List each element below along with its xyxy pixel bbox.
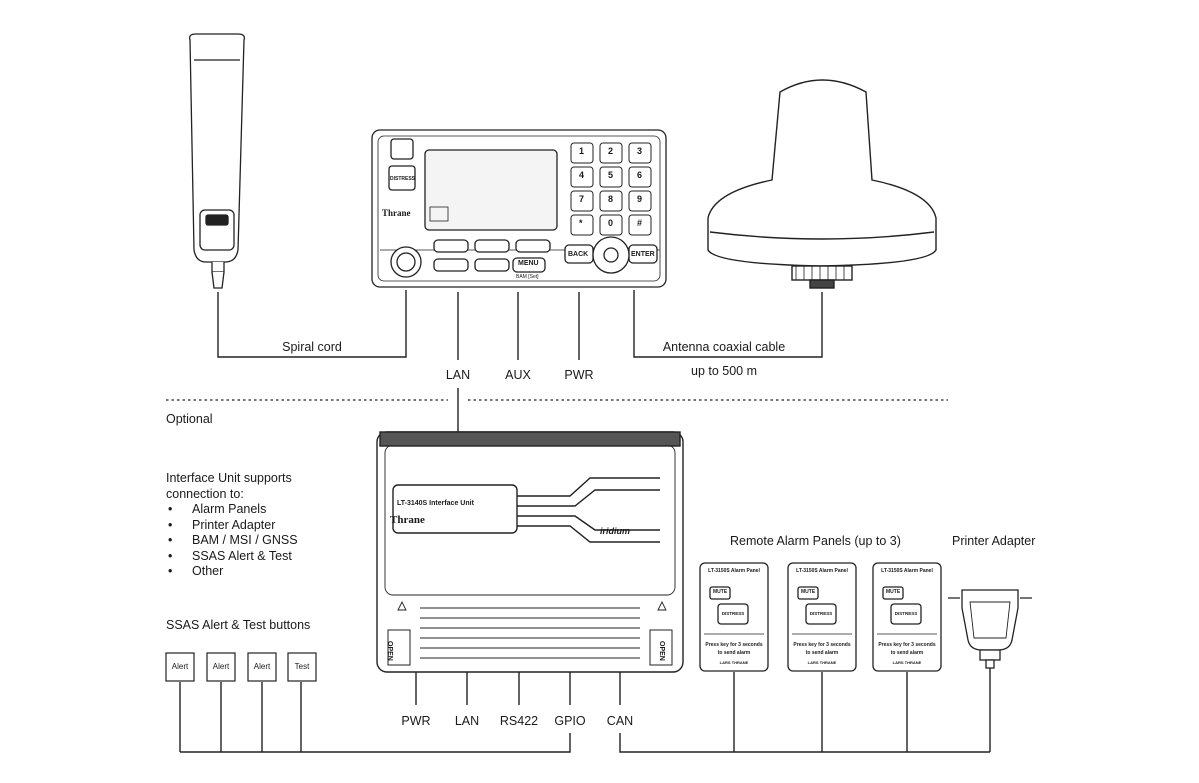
alarm-panel-brand: LARS THRANE (719, 660, 749, 665)
alarm-panel-boxes (699, 562, 942, 672)
key-9[interactable]: 9 (637, 194, 643, 204)
key-1[interactable]: 1 (579, 146, 585, 156)
control-unit-illustration (371, 129, 667, 288)
enter-key-label[interactable]: ENTER (631, 251, 655, 258)
mute-button[interactable]: MUTE (713, 589, 728, 595)
antenna-length-label: up to 500 m (690, 364, 758, 378)
alarm-instruction-2: to send alarm (890, 650, 924, 656)
mute-button[interactable]: MUTE (886, 589, 901, 595)
can-label: CAN (606, 714, 634, 728)
ssas-buttons-label: SSAS Alert & Test buttons (166, 618, 311, 632)
pwr-top-label: PWR (564, 368, 594, 382)
rs422-label: RS422 (499, 714, 539, 728)
open-label-left: OPEN (386, 641, 393, 661)
open-label-right: OPEN (658, 641, 665, 661)
gpio-bus-line (180, 733, 571, 753)
menu-key-label[interactable]: MENU (518, 260, 539, 267)
interface-unit-brand: Thrane (390, 514, 425, 526)
alarm-instruction-1: Press key for 3 seconds (793, 642, 851, 648)
alarm-panel-brand: LARS THRANE (892, 660, 922, 665)
distress-button[interactable]: DISTRESS (894, 611, 918, 616)
pwr-bottom-label: PWR (401, 714, 431, 728)
alarm-instruction-2: to send alarm (717, 650, 751, 656)
list-item: Printer Adapter (166, 518, 366, 534)
lan-bottom-label: LAN (454, 714, 480, 728)
key-2[interactable]: 2 (608, 146, 614, 156)
alarm-panel-brand: LARS THRANE (807, 660, 837, 665)
spiral-cord-label: Spiral cord (282, 340, 342, 354)
ssas-button-3-label[interactable]: Alert (253, 662, 271, 671)
key-6[interactable]: 6 (637, 170, 643, 180)
alarm-panel-title: LT-3150S Alarm Panel (708, 568, 760, 574)
list-item: Alarm Panels (166, 502, 366, 518)
key-4[interactable]: 4 (579, 170, 585, 180)
antenna-illustration (707, 79, 937, 289)
spiral-cord-line (217, 290, 407, 358)
lan-top-label: LAN (445, 368, 471, 382)
aux-label: AUX (505, 368, 531, 382)
key-star[interactable]: * (579, 218, 583, 228)
printer-adapter-illustration (948, 589, 1032, 669)
gpio-label: GPIO (554, 714, 586, 728)
alarm-panel-title: LT-3150S Alarm Panel (796, 568, 848, 574)
interface-support-heading-2: connection to: (166, 486, 244, 501)
alarm-panel-title: LT-3150S Alarm Panel (881, 568, 933, 574)
distress-button[interactable]: DISTRESS (721, 611, 745, 616)
distress-key-label[interactable]: DISTRESS (390, 176, 416, 182)
interface-support-heading-1: Interface Unit supports (166, 471, 292, 485)
key-5[interactable]: 5 (608, 170, 614, 180)
antenna-cable-label: Antenna coaxial cable (662, 340, 786, 354)
ssas-button-1-label[interactable]: Alert (171, 662, 189, 671)
key-0[interactable]: 0 (608, 218, 614, 228)
key-8[interactable]: 8 (608, 194, 614, 204)
interface-support-items: Alarm Panels Printer Adapter BAM / MSI /… (166, 502, 366, 580)
key-3[interactable]: 3 (637, 146, 643, 156)
interface-unit-illustration (376, 431, 684, 673)
alarm-instruction-1: Press key for 3 seconds (705, 642, 763, 648)
remote-alarm-panels-label: Remote Alarm Panels (up to 3) (730, 534, 901, 548)
antenna-cable-line (633, 290, 823, 358)
key-7[interactable]: 7 (579, 194, 585, 204)
back-key-label[interactable]: BACK (568, 251, 589, 258)
iridium-logo: iridium (600, 526, 631, 536)
ssas-button-4-label[interactable]: Test (294, 662, 310, 671)
printer-adapter-label: Printer Adapter (952, 534, 1036, 548)
ssas-button-2-label[interactable]: Alert (212, 662, 230, 671)
list-item: BAM / MSI / GNSS (166, 533, 366, 549)
distress-button[interactable]: DISTRESS (809, 611, 833, 616)
interface-unit-model-label: LT-3140S Interface Unit (397, 500, 474, 507)
mute-button[interactable]: MUTE (801, 589, 816, 595)
ssas-button-boxes (165, 652, 317, 682)
key-hash[interactable]: # (637, 218, 643, 228)
list-item: SSAS Alert & Test (166, 549, 366, 565)
control-unit-brand: Thrane (382, 208, 411, 218)
alarm-instruction-1: Press key for 3 seconds (878, 642, 936, 648)
alarm-instruction-2: to send alarm (805, 650, 839, 656)
optional-label: Optional (166, 412, 213, 426)
list-item: Other (166, 564, 366, 580)
bam-set-label: BAM [Set] (516, 274, 539, 280)
interface-support-list: Interface Unit supports connection to: A… (166, 471, 366, 580)
can-bus-line (619, 672, 990, 753)
handset-illustration (188, 33, 246, 289)
